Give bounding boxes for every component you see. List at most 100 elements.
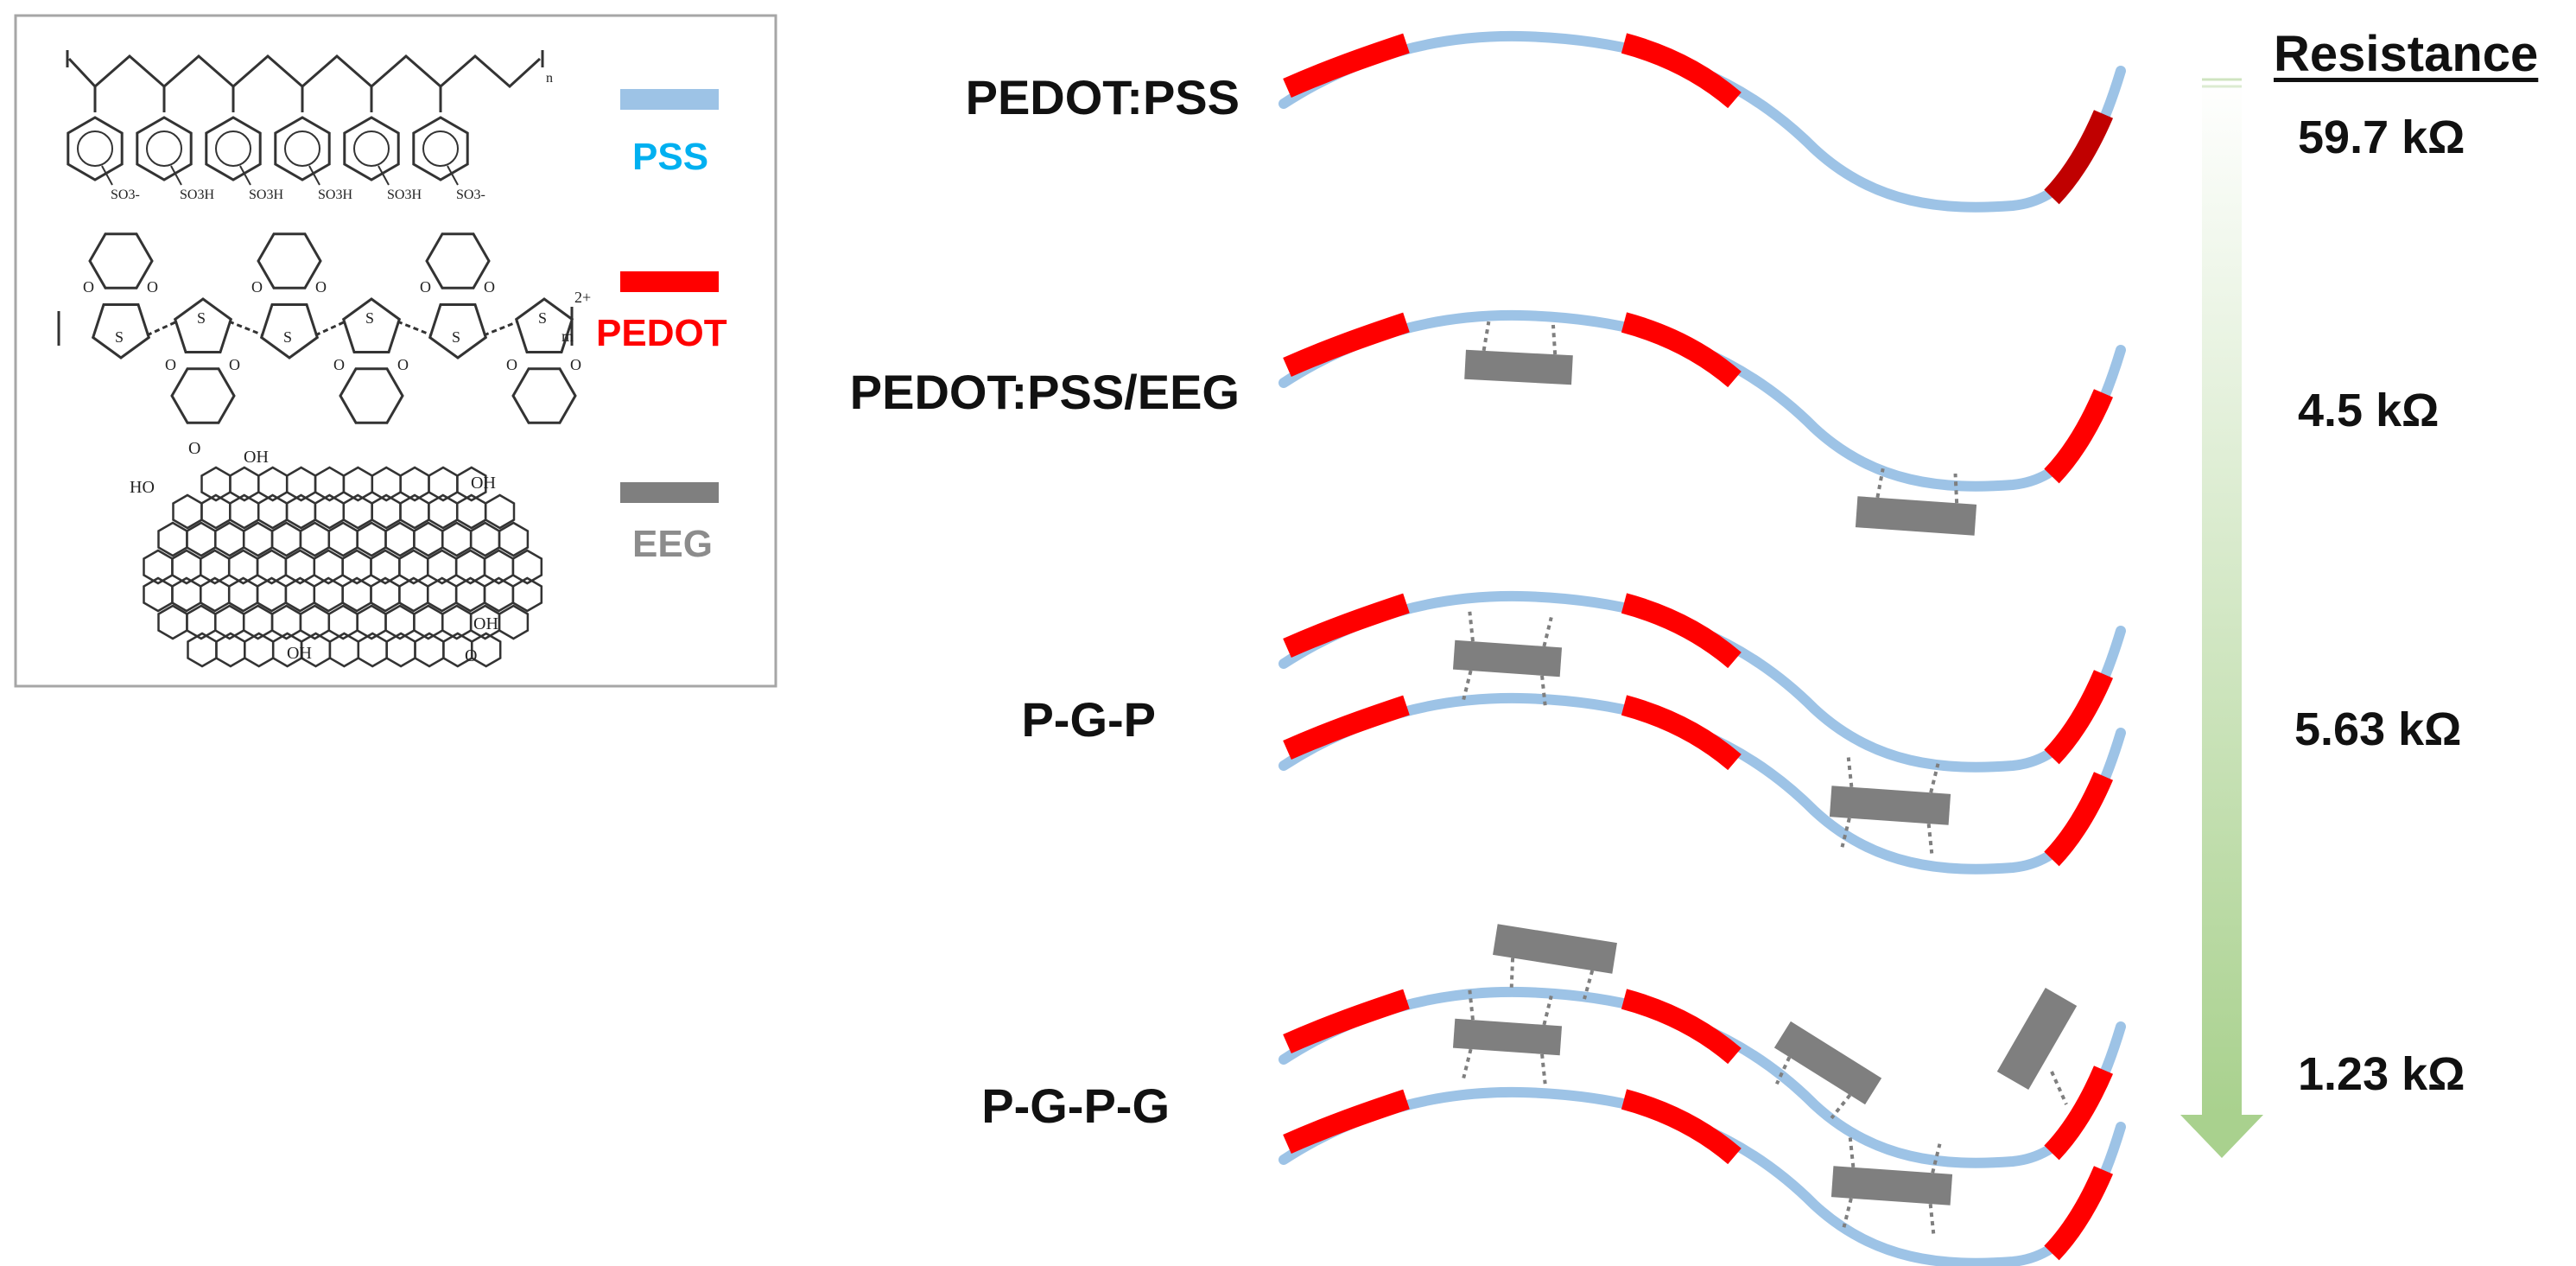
graphene-hexagon xyxy=(441,521,473,557)
pss-structure xyxy=(66,50,544,89)
pss-chain xyxy=(1278,692,2126,875)
oh-right-bottom-label: OH xyxy=(473,614,498,633)
eeg-interaction-line xyxy=(1509,957,1515,988)
chain-group xyxy=(1278,692,2126,875)
eeg-bar xyxy=(1452,639,1563,678)
oh-top-label: OH xyxy=(244,448,269,467)
pedot-oxygen-label: O xyxy=(397,356,409,373)
pedot-thiophene-ring xyxy=(91,303,151,359)
pedot-oxygen-label: O xyxy=(83,278,94,296)
pedot-thiophene-ring xyxy=(514,297,574,353)
eeg-interaction-line xyxy=(1928,1203,1936,1234)
pedot-structure xyxy=(57,232,577,424)
pedot-segment xyxy=(2044,1166,2114,1261)
eeg-sheet xyxy=(1996,988,2078,1090)
pedot-sulfur-label: S xyxy=(115,328,124,346)
chain-group xyxy=(1278,986,2126,1168)
pedot-segment xyxy=(1283,33,1410,98)
pss-subscript-n: n xyxy=(546,71,553,86)
graphene-hexagon xyxy=(172,493,203,530)
eeg-interaction-line xyxy=(1540,1053,1547,1085)
pedot-oxygen-label: O xyxy=(315,278,327,296)
graphene-hexagon xyxy=(511,576,543,613)
eeg-bar xyxy=(1452,1018,1563,1056)
eeg-sheet xyxy=(1855,468,1977,536)
graphene-hexagon xyxy=(327,521,358,557)
pss-sulfonate-bond xyxy=(239,165,251,186)
pss-chain xyxy=(1278,590,2126,773)
pss-sulfonate-label: SO3H xyxy=(318,188,352,202)
eeg-structure xyxy=(143,466,543,668)
pss-chain xyxy=(1278,30,2126,213)
pedot-thiophene-ring xyxy=(428,303,488,359)
resistance-header: Resistance xyxy=(2274,26,2539,82)
pedot-sulfur-label: S xyxy=(452,328,460,346)
pedot-sulfur-label: S xyxy=(538,309,547,327)
pedot-segment xyxy=(2044,110,2114,205)
eeg-sheet xyxy=(1452,611,1563,706)
graphene-hexagon xyxy=(413,521,444,557)
graphene-hexagon xyxy=(299,521,331,557)
pss-swatch xyxy=(620,89,719,110)
pedot-oxygen-label: O xyxy=(333,356,345,373)
pedot-segment xyxy=(1621,312,1742,388)
eeg-interaction-line xyxy=(1846,757,1854,788)
chain-group xyxy=(1278,590,2126,773)
pedot-dioxane-ring xyxy=(88,232,154,289)
eeg-bar xyxy=(1829,786,1951,825)
graphene-hexagon xyxy=(242,521,274,557)
pedot-oxygen-label: O xyxy=(229,356,240,373)
eeg-interaction-line xyxy=(2050,1071,2068,1105)
legend-box xyxy=(14,14,777,688)
pss-sulfonate-label: SO3H xyxy=(249,188,283,202)
oh-bottom-label: OH xyxy=(287,644,312,663)
pedot-subscript-m: m xyxy=(562,328,574,345)
pss-benzene-ring xyxy=(136,116,193,181)
pedot-legend-label: PEDOT xyxy=(596,312,727,354)
pedot-dioxane-ring xyxy=(339,367,404,424)
pss-chain xyxy=(1278,309,2126,492)
pss-benzene-ring xyxy=(412,116,469,181)
pss-benzene-ring xyxy=(205,116,262,181)
graphene-hexagon xyxy=(384,521,416,557)
pedot-oxygen-label: O xyxy=(251,278,263,296)
pedot-segment xyxy=(1283,312,1410,377)
pss-aromatic-circle xyxy=(353,130,390,167)
pedot-segment xyxy=(2044,670,2114,765)
pedot-segment xyxy=(1283,593,1410,658)
eeg-interaction-line xyxy=(1848,1137,1856,1168)
pss-benzene-ring xyxy=(67,116,124,181)
pedot-thiophene-ring xyxy=(173,297,233,353)
eeg-bar xyxy=(1830,1166,1953,1206)
pss-aromatic-circle xyxy=(284,130,320,167)
eeg-interaction-line xyxy=(1482,321,1491,352)
pedot-segment xyxy=(1621,593,1742,669)
row-label-pedot-pss-eeg: PEDOT:PSS/EEG xyxy=(849,365,1240,419)
graphene-hexagon xyxy=(214,521,245,557)
pedot-oxygen-label: O xyxy=(506,356,517,373)
pedot-segment xyxy=(1621,695,1742,771)
eeg-bar xyxy=(1773,1021,1882,1105)
graphene-hexagon xyxy=(456,466,487,502)
pss-aromatic-circle xyxy=(215,130,251,167)
eeg-bar xyxy=(1855,496,1977,536)
pedot-oxygen-label: O xyxy=(570,356,581,373)
eeg-sheet xyxy=(1452,989,1563,1085)
pedot-bracket xyxy=(57,307,574,346)
eeg-groups: OH HO OH OH OH O O xyxy=(130,439,498,665)
pedot-oxygen-label: O xyxy=(484,278,495,296)
row-label-pedot-pss: PEDOT:PSS xyxy=(965,70,1240,124)
graphene-hexagon xyxy=(484,493,516,530)
pedot-segment xyxy=(1283,695,1410,760)
eeg-bar xyxy=(1996,988,2078,1090)
pedot-sulfur-label: S xyxy=(283,328,292,346)
pss-chain xyxy=(1278,986,2126,1168)
eeg-interaction-line xyxy=(1468,611,1475,642)
resistance-value-pedot-pss: 59.7 kΩ xyxy=(2298,111,2465,163)
pss-aromatic-circle xyxy=(146,130,182,167)
pss-sulfonate-label: SO3- xyxy=(111,188,140,202)
pedot-charge-label: 2+ xyxy=(574,289,591,306)
pedot-dioxane-ring xyxy=(257,232,322,289)
